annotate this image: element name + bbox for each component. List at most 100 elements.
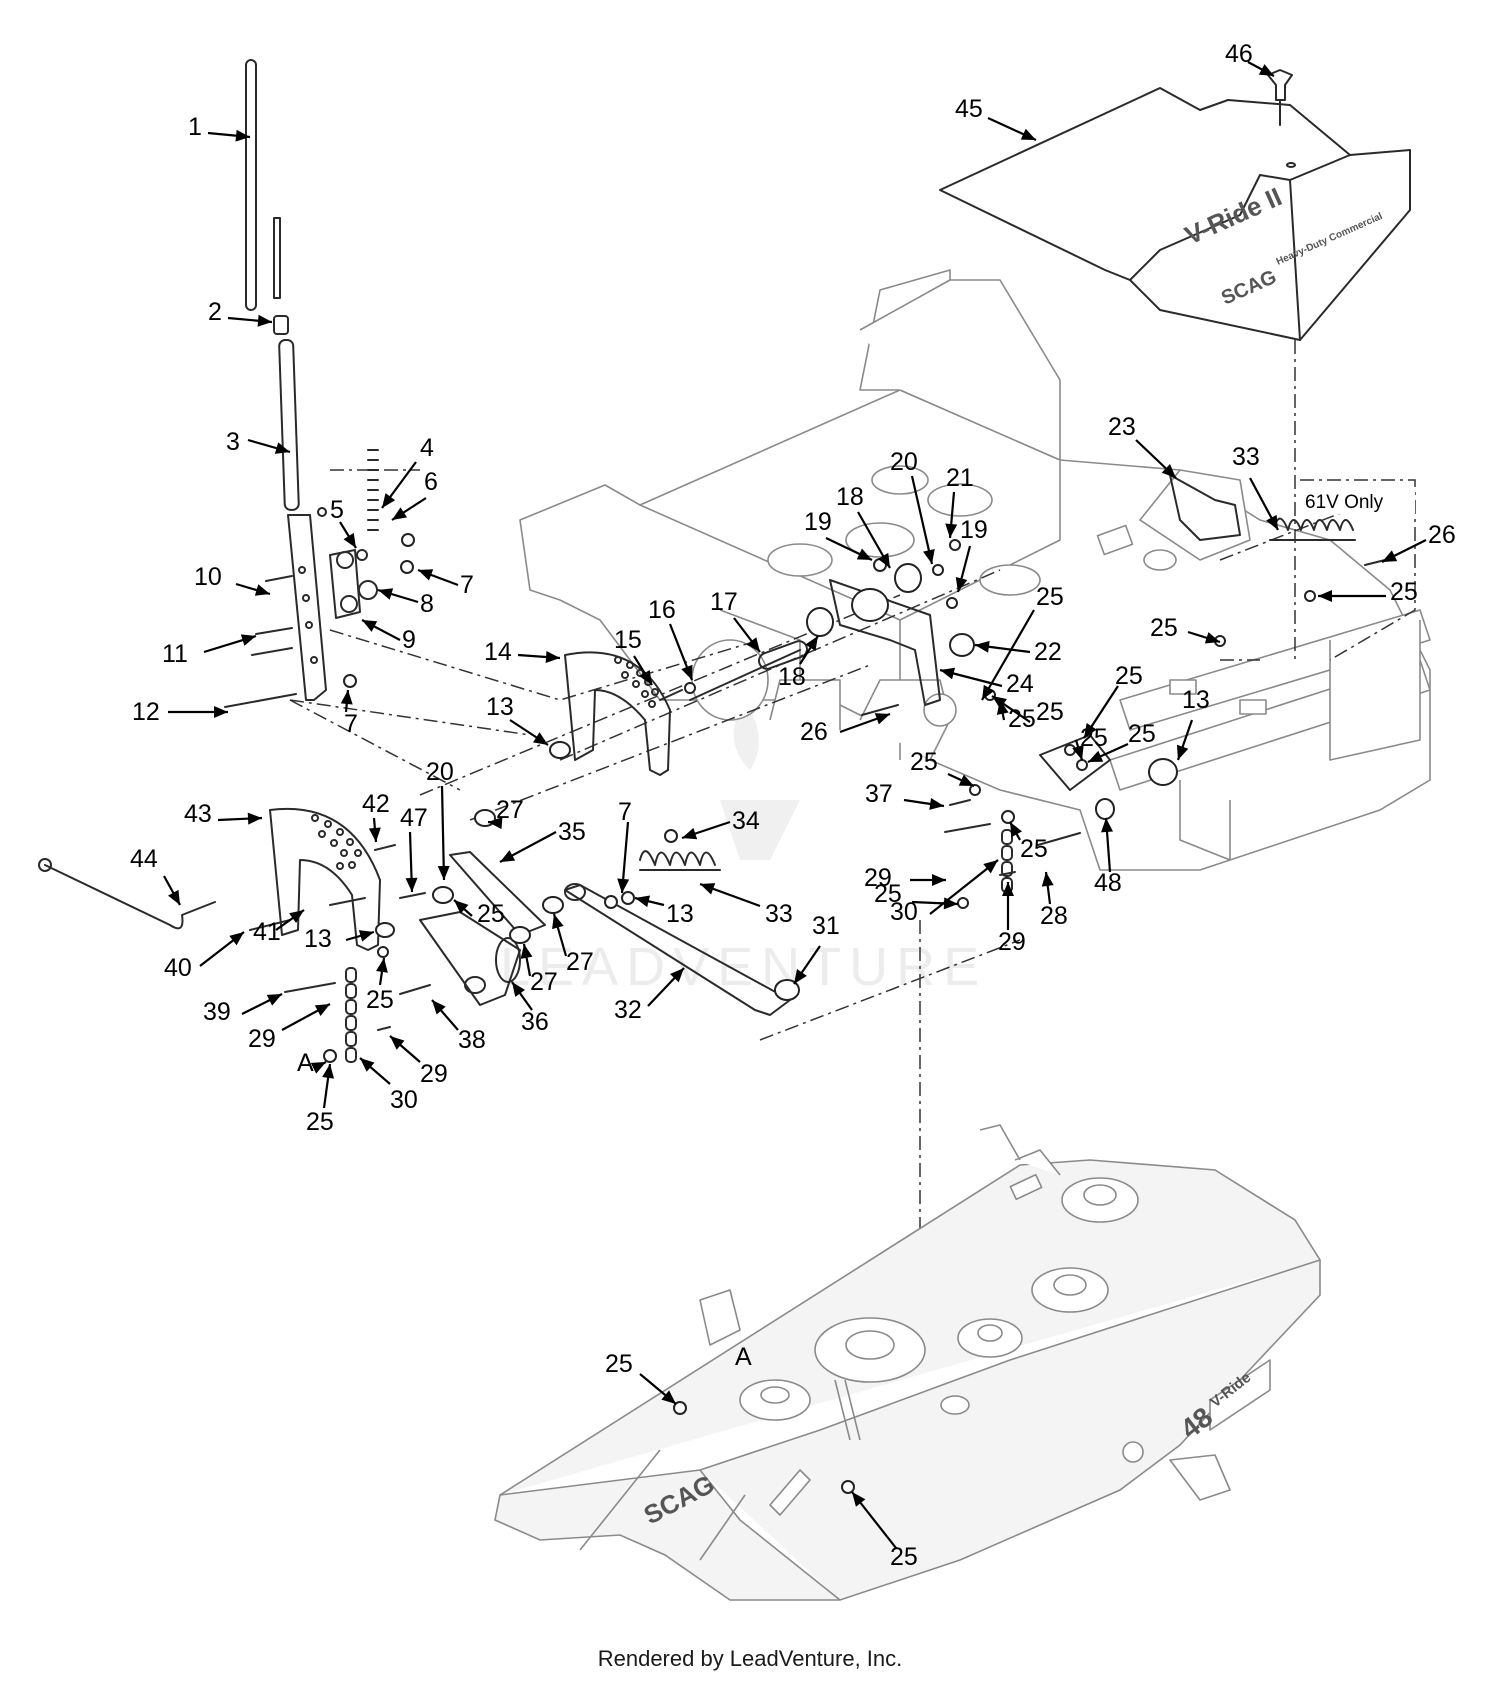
callout-c20a: 20: [890, 448, 918, 476]
callout-c47: 47: [400, 804, 428, 832]
arrowhead-c15: [639, 669, 652, 685]
lift-rod-lower: [278, 338, 300, 511]
height-selector-plate-43: [269, 807, 381, 951]
callout-c32: 32: [614, 996, 642, 1024]
arrowhead-c22: [975, 640, 990, 653]
callout-deck25b: 25: [890, 1543, 918, 1571]
callout-c36: 36: [521, 1008, 549, 1036]
callout-c25d: 25: [1128, 720, 1156, 748]
callout-c19a: 19: [804, 508, 832, 536]
lift-spring-small: [367, 449, 379, 531]
arrowhead-c41: [289, 910, 304, 924]
arrowhead-c25g: [958, 774, 974, 786]
arrowhead-c30b: [360, 1058, 375, 1072]
callout-c29b: 29: [998, 928, 1026, 956]
callout-c16: 16: [648, 596, 676, 624]
callout-cA1: A: [297, 1049, 314, 1077]
arrowhead-c21: [945, 523, 958, 538]
arrowhead-c10: [254, 584, 270, 596]
arrowhead-c35: [500, 850, 516, 862]
callout-c10: 10: [194, 563, 222, 591]
arrowhead-c11: [240, 634, 256, 646]
callout-c37: 37: [865, 780, 893, 808]
callout-c25l: 25: [477, 900, 505, 928]
spring-33-right: [1269, 517, 1356, 541]
spring-33: [639, 850, 721, 871]
arrowhead-c8: [378, 588, 394, 600]
callout-c13c: 13: [666, 900, 694, 928]
arrowhead-c17: [746, 637, 760, 652]
callout-c45: 45: [955, 95, 983, 123]
arrowhead-c19a: [856, 548, 872, 560]
callout-c5: 5: [330, 496, 344, 524]
callout-c25j: 25: [1150, 614, 1178, 642]
arrowhead-c18b: [805, 636, 818, 652]
callout-c40: 40: [164, 954, 192, 982]
arrowhead-c25e: [982, 684, 995, 700]
arrowhead-c27c: [520, 944, 533, 959]
note-61v-box: 61V Only: [1303, 488, 1415, 514]
arrowhead-c38: [432, 1000, 446, 1015]
scag-decal: SCAG: [1218, 266, 1280, 310]
arrowhead-c12: [214, 706, 228, 718]
callout-c25h: 25: [1020, 835, 1048, 863]
watermark-logo-icon: [720, 700, 800, 860]
callout-c46: 46: [1225, 40, 1253, 68]
arrowhead-c36: [512, 982, 526, 997]
vride-decal: V-Ride II: [1180, 181, 1286, 250]
arrowhead-c27b: [552, 914, 564, 930]
callout-c27c: 27: [530, 968, 558, 996]
callout-c6: 6: [424, 468, 438, 496]
callout-c25f: 25: [1036, 698, 1064, 726]
link-arm-35: [449, 851, 546, 936]
leader-c20b: [440, 785, 446, 881]
callout-c30b: 30: [390, 1086, 418, 1114]
leader-arrows: [163, 61, 1427, 1549]
lift-bracket-arm: [287, 514, 327, 701]
callout-c25i: 25: [874, 880, 902, 908]
callout-c3: 3: [226, 428, 240, 456]
callout-c48: 48: [1094, 869, 1122, 897]
callout-c39: 39: [203, 998, 231, 1026]
arrowhead-c9: [362, 620, 378, 632]
lift-rod-upper: [245, 59, 257, 311]
callout-c27b: 27: [566, 948, 594, 976]
arrowhead-c2: [257, 314, 272, 327]
mower-deck: SCAG 48 V-Ride: [494, 1124, 1321, 1601]
selector-holes-43: [311, 814, 362, 870]
arrowhead-c29b: [1002, 882, 1014, 896]
callout-c33a: 33: [1232, 443, 1260, 471]
arrowhead-c14: [545, 651, 560, 663]
arrowhead-c25h: [1010, 822, 1023, 838]
callout-c17: 17: [710, 588, 738, 616]
callout-c1: 1: [188, 113, 202, 141]
lift-arm-23: [1169, 474, 1241, 541]
arrowhead-c26a: [874, 713, 890, 725]
callout-c25c: 25: [1080, 724, 1108, 752]
arrowhead-c27a: [488, 817, 503, 830]
arrowhead-c30a: [983, 860, 998, 874]
arrowhead-c24: [940, 667, 956, 680]
arrowhead-c13a: [533, 732, 548, 745]
arrowhead-c25d: [1088, 750, 1104, 762]
arrowhead-c28: [1041, 872, 1054, 887]
callout-c26b: 26: [1428, 521, 1456, 549]
callout-c7a: 7: [460, 571, 474, 599]
arrowhead-c13c: [635, 895, 651, 908]
callout-deck25a: 25: [605, 1350, 633, 1378]
arrowhead-c7b: [340, 690, 353, 705]
arrowhead-c18a: [877, 552, 890, 568]
arrowhead-c33b: [700, 883, 716, 895]
leader-c25e: [981, 609, 1035, 701]
arrowhead-c5: [343, 532, 356, 548]
lift-link-32: [564, 884, 791, 1016]
arrowhead-c47: [405, 877, 418, 892]
callout-c14: 14: [484, 638, 512, 666]
callout-c44: 44: [130, 845, 158, 873]
arrowhead-c48: [1101, 818, 1114, 833]
callout-c12: 12: [132, 698, 160, 726]
arrowhead-c25f: [992, 696, 1007, 709]
callout-c25a: 25: [1115, 662, 1143, 690]
